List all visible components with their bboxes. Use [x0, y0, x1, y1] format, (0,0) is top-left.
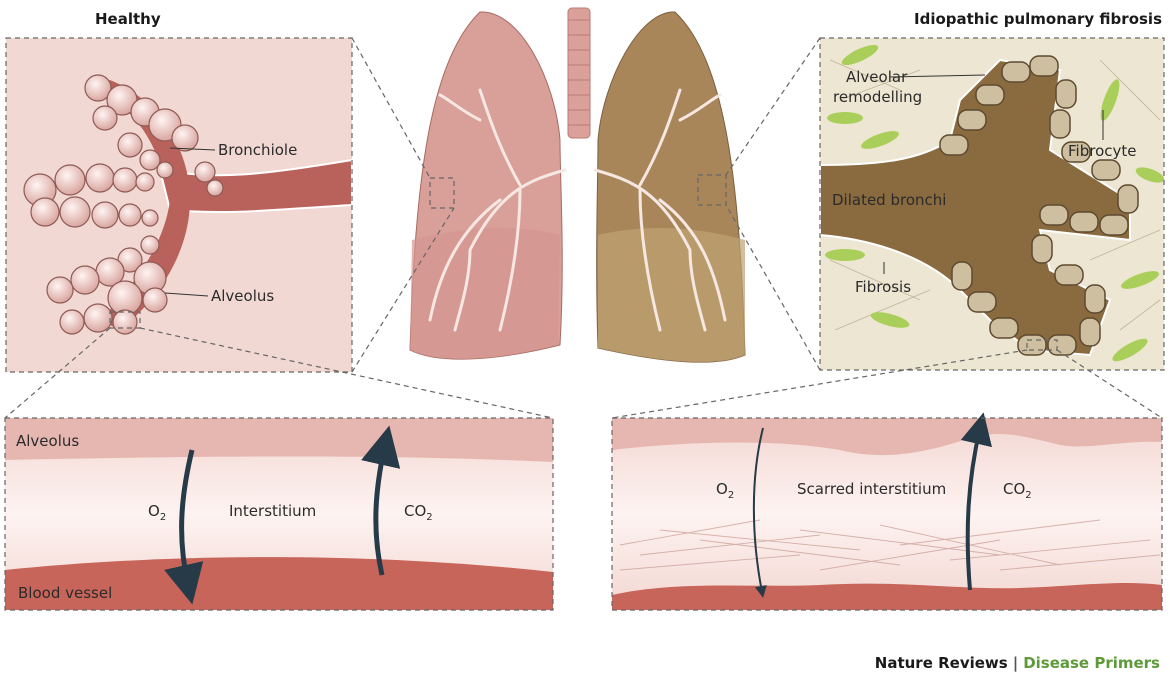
- label-interstitium: Interstitium: [229, 502, 316, 520]
- footer-credit: Nature Reviews|Disease Primers: [875, 654, 1160, 673]
- label-co2: CO2: [404, 502, 433, 523]
- co2-arrow: [361, 425, 401, 576]
- label-alveolus-detail: Alveolus: [16, 432, 79, 450]
- label-blood-vessel: Blood vessel: [18, 584, 112, 602]
- label-fibrosis: Fibrosis: [855, 278, 911, 296]
- o2-arrow-ipf: [752, 427, 767, 598]
- label-bronchiole: Bronchiole: [218, 141, 297, 159]
- healthy-detail-panel: Alveolus Interstitium Blood vessel O2 CO…: [4, 417, 554, 611]
- co2-arrow-ipf: [960, 412, 992, 591]
- label-alveolar-remodelling-1: Alveolar: [846, 68, 908, 86]
- ipf-panel: Alveolar remodelling Fibrocyte Dilated b…: [819, 37, 1165, 371]
- title-ipf: Idiopathic pulmonary fibrosis: [914, 10, 1162, 28]
- label-dilated-bronchi: Dilated bronchi: [832, 191, 946, 209]
- healthy-panel: Bronchiole Alveolus: [5, 37, 353, 373]
- alveoli-cluster: [23, 74, 224, 335]
- remodelled-alveoli: [939, 55, 1139, 356]
- fibrocytes: [825, 44, 1165, 362]
- o2-arrow: [164, 449, 204, 605]
- lungs-illustration: [351, 7, 821, 373]
- label-scarred-interstitium: Scarred interstitium: [797, 480, 946, 498]
- label-alveolus: Alveolus: [211, 287, 274, 305]
- title-healthy: Healthy: [95, 10, 161, 28]
- label-fibrocyte: Fibrocyte: [1068, 142, 1136, 160]
- label-co2-ipf: CO2: [1003, 480, 1032, 501]
- label-o2: O2: [148, 502, 166, 523]
- ipf-detail-panel: Scarred interstitium O2 CO2: [611, 412, 1163, 611]
- label-o2-ipf: O2: [716, 480, 734, 501]
- label-alveolar-remodelling-2: remodelling: [833, 88, 922, 106]
